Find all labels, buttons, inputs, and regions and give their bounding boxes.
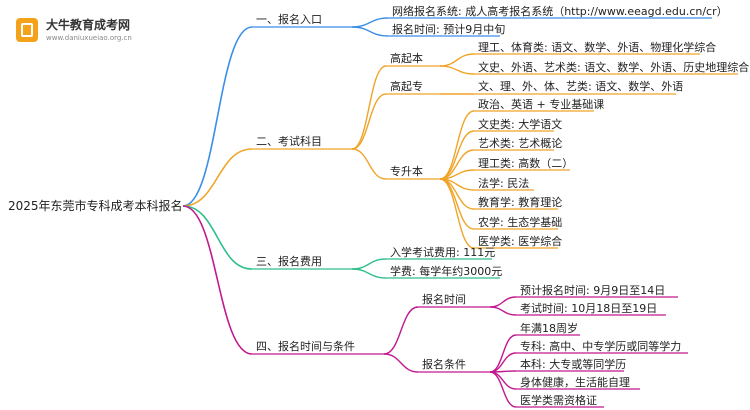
edge-root-branch-2 — [182, 148, 253, 207]
root-node: 2025年东莞市专科成考本科报名 — [8, 199, 183, 213]
edge-cond-2 — [489, 352, 517, 373]
edge-gqb-1 — [439, 53, 475, 67]
edge-zsb-8 — [439, 178, 475, 249]
zsb-leaf-5: 法学: 民法 — [478, 177, 530, 190]
cond-leaf-3: 本科: 大专或等同学历 — [520, 358, 627, 371]
group-gaoqiben: 高起本 — [390, 52, 423, 65]
branch-4-label: 四、报名时间与条件 — [256, 340, 355, 353]
edge-time-1 — [489, 296, 517, 308]
edge-time-2 — [489, 306, 517, 316]
edge-b2-gqb — [351, 65, 387, 150]
branch-3-label: 三、报名费用 — [256, 255, 322, 268]
logo-name: 大牛教育成考网 — [46, 18, 131, 32]
zsb-leaf-3: 艺术类: 艺术概论 — [478, 137, 563, 150]
edge-b2-gqz — [351, 93, 387, 150]
edge-root-branch-1 — [182, 26, 253, 207]
edge-b1-leaf-1 — [351, 17, 389, 28]
group-zhuanshengben: 专升本 — [390, 165, 423, 178]
zsb-leaf-4: 理工类: 高数（二） — [478, 157, 574, 170]
zsb-leaf-8: 医学类: 医学综合 — [478, 235, 563, 248]
branch-1-leaf-2: 报名时间: 预计9月中旬 — [392, 23, 506, 36]
group-conditions: 报名条件 — [422, 358, 466, 371]
edge-b4-time — [383, 306, 419, 355]
edge-zsb-2 — [439, 130, 475, 180]
zsb-leaf-2: 文史类: 大学语文 — [478, 118, 563, 131]
edge-cond-5 — [489, 371, 517, 408]
group-gaoqizhuan: 高起专 — [390, 80, 423, 93]
edge-b2-zsb — [351, 148, 387, 180]
edge-root-branch-4 — [182, 205, 253, 355]
edge-zsb-7 — [439, 178, 475, 230]
time-leaf-1: 预计报名时间: 9月9日至14日 — [520, 284, 666, 297]
fee-leaf-1: 入学考试费用: 111元 — [390, 246, 496, 259]
cond-leaf-1: 年满18周岁 — [520, 322, 578, 335]
logo-url: www.daniuxueiao.org.cn — [46, 34, 132, 42]
book-icon — [16, 18, 38, 42]
edge-b4-cond — [383, 353, 419, 373]
zsb-leaf-1: 政治、英语 + 专业基础课 — [478, 98, 605, 111]
time-leaf-2: 考试时间: 10月18日至19日 — [520, 302, 658, 315]
edge-fee-2 — [351, 268, 387, 279]
cond-leaf-5: 医学类需资格证 — [520, 394, 597, 407]
edge-cond-4 — [489, 371, 517, 390]
gqb-leaf-1: 理工、体育类: 语文、数学、外语、物理化学综合 — [478, 41, 717, 54]
zsb-leaf-6: 教育学: 教育理论 — [478, 196, 563, 209]
edge-zsb-1 — [439, 110, 475, 180]
branch-1-label: 一、报名入口 — [256, 13, 322, 26]
cond-leaf-2: 专科: 高中、中专学历或同等学力 — [520, 340, 682, 353]
edge-b1-leaf-2 — [351, 26, 389, 37]
site-logo: 大牛教育成考网 www.daniuxueiao.org.cn — [8, 14, 148, 50]
group-time: 报名时间 — [422, 293, 466, 306]
fee-leaf-2: 学费: 每学年约3000元 — [390, 265, 503, 278]
edge-root-branch-3 — [182, 205, 253, 270]
edge-gqb-2 — [439, 65, 475, 75]
edge-fee-1 — [351, 258, 387, 270]
branch-1-leaf-1: 网络报名系统: 成人高考报名系统（http://www.eeagd.edu.cn… — [392, 5, 728, 18]
branch-2-label: 二、考试科目 — [256, 135, 322, 148]
zsb-leaf-7: 农学: 生态学基础 — [478, 216, 563, 229]
gqz-leaf-1: 文、理、外、体、艺类: 语文、数学、外语 — [478, 80, 684, 93]
gqb-leaf-2: 文史、外语、艺术类: 语文、数学、外语、历史地理综合 — [478, 61, 750, 74]
cond-leaf-4: 身体健康，生活能自理 — [520, 376, 630, 389]
